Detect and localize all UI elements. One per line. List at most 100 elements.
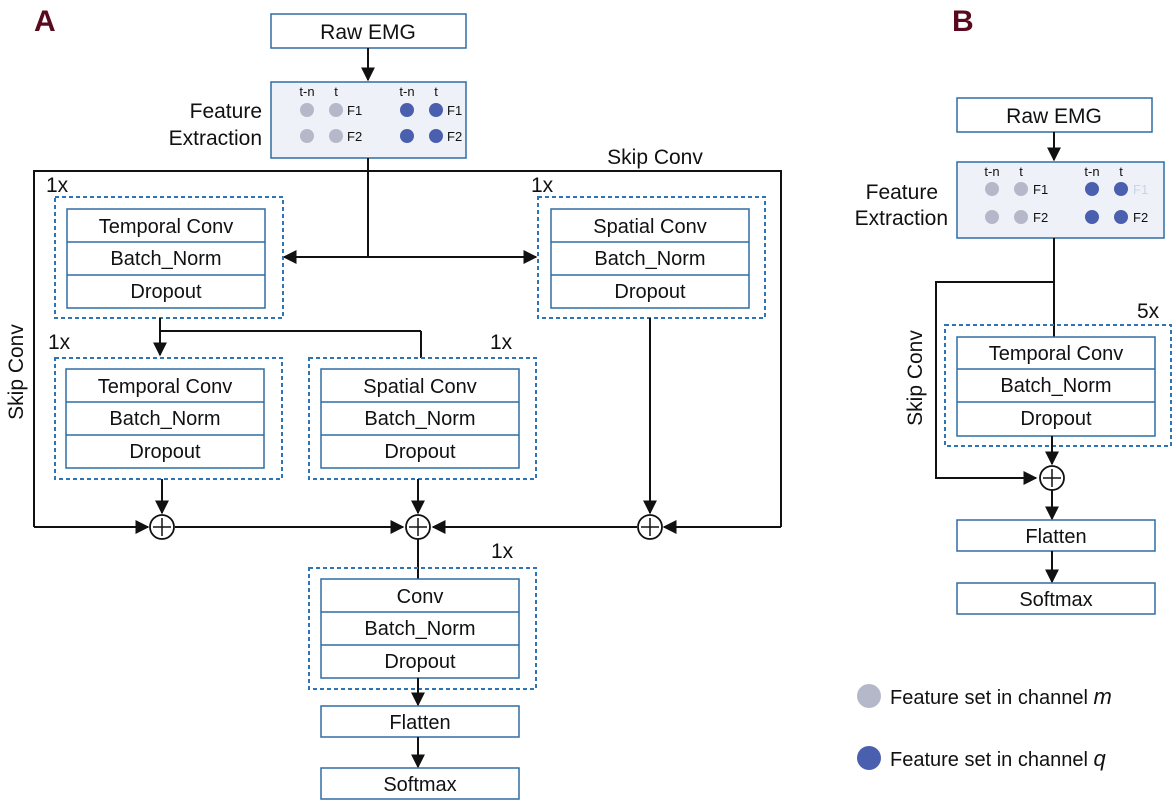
a-softmax-box: Softmax [320,767,520,800]
b-skip-path [935,281,1054,485]
b-block-dashed [944,324,1172,447]
a-block-tr-layer-1: Spatial Conv [593,216,706,238]
a-softmax-label: Softmax [383,774,456,796]
b-dot-blue-t-f2 [1114,210,1128,224]
b-dot-grey-t-f1 [1014,182,1028,196]
a-col-tn-grey: t-n [299,84,314,99]
a-flatten-label: Flatten [389,712,450,734]
b-col-tn-blue: t-n [1084,164,1099,179]
legend: Feature set in channel m Feature set in … [857,684,1112,771]
b-f2-blue: F2 [1133,210,1148,225]
a-skip-conv-top-label: Skip Conv [607,146,703,169]
a-block-mm-dashed [308,357,537,480]
a-block-tl-dashed [54,196,284,319]
a-dot-blue-t-f2 [429,129,443,143]
a-raw-emg-label: Raw EMG [320,21,416,44]
b-f2-grey: F2 [1033,210,1048,225]
b-flatten-label: Flatten [1025,526,1086,548]
b-dot-grey-tn-f2 [985,210,999,224]
b-col-t-blue: t [1119,164,1123,179]
a-block-ml-layer-3: Dropout [129,441,201,463]
a-feature-extraction-box: t-n t t-n t F1 F2 F1 F2 [270,81,467,159]
b-dot-grey-t-f2 [1014,210,1028,224]
b-dot-blue-tn-f2 [1085,210,1099,224]
a-flatten-box: Flatten [320,705,520,738]
a-block-ml-dashed [54,357,283,480]
a-skip-conv-frame [33,170,782,527]
b-col-tn-grey: t-n [984,164,999,179]
a-block-bottom-layer-2: Batch_Norm [364,618,475,640]
a-block-mm-layer-3: Dropout [384,441,456,463]
a-block-tl-layer-3: Dropout [130,281,202,303]
b-dot-grey-tn-f1 [985,182,999,196]
a-block-bottom-layer-3: Dropout [384,651,456,673]
a-col-t-blue: t [434,84,438,99]
b-feature-label-1: Feature [866,181,938,204]
a-col-t-grey: t [334,84,338,99]
a-block-mm-repeat: 1x [490,331,513,354]
a-sum-node-2 [405,514,431,540]
a-block-tr-layer-2: Batch_Norm [594,248,705,270]
legend-channel-m: Feature set in channel m [890,684,1112,709]
a-col-tn-blue: t-n [399,84,414,99]
legend-grey-dot-icon [857,684,881,708]
b-skip-conv-label: Skip Conv [904,330,927,426]
a-f1-grey: F1 [347,103,362,118]
legend-blue-dot-icon [857,746,881,770]
a-dot-grey-tn-f1 [300,103,314,117]
a-block-bottom-dashed [308,567,537,690]
a-feature-label-1: Feature [190,100,262,123]
legend-channel-q: Feature set in channel q [890,746,1106,771]
a-block-tl-layer-2: Batch_Norm [110,248,221,270]
a-block-tr-stack: Spatial Conv Batch_Norm Dropout [550,208,750,309]
legend-channel-m-prefix: Feature set in channel [890,687,1093,709]
b-f1-blue: F1 [1133,182,1148,197]
a-block-mm-layer-1: Spatial Conv [363,376,476,398]
panel-a-label: A [34,5,56,38]
b-feature-extraction-box: t-n t t-n t F1 F2 F1 F2 [956,161,1165,239]
b-sum-node [1039,465,1065,491]
a-block-tl-repeat: 1x [46,174,69,197]
b-raw-emg-box: Raw EMG [956,97,1153,133]
b-raw-emg-label: Raw EMG [1006,105,1102,128]
b-block-layer-2: Batch_Norm [1000,375,1111,397]
a-block-tr-repeat: 1x [531,174,554,197]
a-block-ml-layer-2: Batch_Norm [109,408,220,430]
a-dot-grey-t-f2 [329,129,343,143]
a-f2-blue: F2 [447,129,462,144]
a-block-ml-layer-1: Temporal Conv [98,376,233,398]
a-block-tl-layer-1: Temporal Conv [99,216,234,238]
panel-b-label: B [952,5,974,38]
b-dot-blue-t-f1 [1114,182,1128,196]
legend-channel-q-var: q [1093,746,1106,771]
b-softmax-box: Softmax [956,582,1156,615]
a-block-mm-layer-2: Batch_Norm [364,408,475,430]
b-softmax-label: Softmax [1019,589,1092,611]
b-flatten-box: Flatten [956,519,1156,552]
a-dot-grey-t-f1 [329,103,343,117]
b-block-layer-1: Temporal Conv [989,343,1124,365]
a-block-tr-layer-3: Dropout [614,281,686,303]
legend-channel-q-prefix: Feature set in channel [890,749,1093,771]
a-block-tr-dashed [537,196,766,319]
a-dot-blue-tn-f1 [400,103,414,117]
b-block-repeat: 5x [1137,300,1160,323]
b-f1-grey: F1 [1033,182,1048,197]
a-block-mm-stack: Spatial Conv Batch_Norm Dropout [320,368,520,469]
a-block-bottom-repeat: 1x [491,540,514,563]
a-sum-node-3 [637,514,663,540]
a-dot-grey-tn-f2 [300,129,314,143]
a-block-bottom-stack: Conv Batch_Norm Dropout [320,578,520,679]
a-raw-emg-box: Raw EMG [270,13,467,49]
b-block-layer-3: Dropout [1020,408,1092,430]
b-feature-label-2: Extraction [855,207,948,230]
a-skip-conv-left-label: Skip Conv [5,324,28,420]
a-block-tl-stack: Temporal Conv Batch_Norm Dropout [66,208,266,309]
a-block-bottom-layer-1: Conv [397,586,444,608]
a-feature-label-2: Extraction [169,127,262,150]
b-block-stack: Temporal Conv Batch_Norm Dropout [956,336,1156,437]
a-block-ml-stack: Temporal Conv Batch_Norm Dropout [65,368,265,469]
b-col-t-grey: t [1019,164,1023,179]
a-dot-blue-t-f1 [429,103,443,117]
